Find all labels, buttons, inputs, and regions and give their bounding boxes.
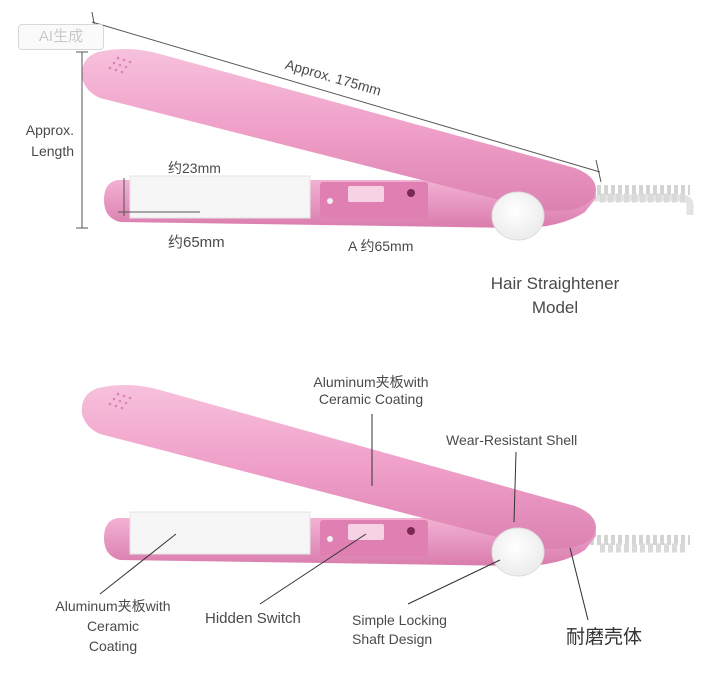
- callout-lines: [99, 414, 589, 621]
- screw-icon: [327, 198, 333, 204]
- approx-length-label: Approx. Length: [8, 122, 74, 160]
- switch: [348, 186, 384, 202]
- second-length-label: A 约65mm: [348, 238, 414, 254]
- screw-icon-2: [327, 536, 333, 542]
- bottom-plate-line3: Coating: [88, 638, 138, 654]
- plate-length-label: 约65mm: [168, 234, 225, 251]
- ai-generated-badge: AI生成: [18, 24, 104, 50]
- lower-plate: [129, 175, 311, 219]
- model-line2: Model: [531, 298, 579, 317]
- dimension-lines: [76, 11, 602, 229]
- bottom-plate-line1: Aluminum夹板with: [55, 598, 171, 614]
- grip-dots-2: [108, 392, 132, 410]
- power-cord-2: [590, 535, 690, 553]
- shell-label: Wear-Resistant Shell: [446, 432, 578, 448]
- top-plate-line1: Aluminum夹板with: [313, 374, 429, 390]
- locking-shaft-line1: Simple Locking: [352, 612, 447, 628]
- locking-shaft-label: Simple Locking Shaft Design: [352, 611, 447, 649]
- top-plate-line2: Ceramic Coating: [318, 391, 424, 407]
- hinge-2: [491, 527, 545, 577]
- hinge: [491, 191, 545, 241]
- lower-plate-2: [129, 511, 311, 555]
- locking-shaft-line2: Shaft Design: [352, 631, 433, 647]
- indicator-light-icon-2: [407, 527, 415, 535]
- upper-arm-2: [81, 384, 597, 549]
- top-plate-label: Aluminum夹板with Ceramic Coating: [296, 374, 446, 408]
- model-line1: Hair Straightener: [490, 274, 620, 293]
- bottom-plate-line2: Ceramic: [86, 618, 140, 634]
- hidden-switch-label: Hidden Switch: [205, 610, 301, 627]
- plate-width-label: 约23mm: [168, 160, 221, 176]
- cn-shell-label: 耐磨壳体: [566, 627, 643, 648]
- model-title: Hair Straightener Model: [470, 272, 640, 320]
- approx-length-line2: Length: [31, 143, 74, 159]
- switch-2: [348, 524, 384, 540]
- top-straightener: [76, 11, 694, 241]
- upper-arm: [81, 48, 597, 211]
- bottom-plate-label: Aluminum夹板with Ceramic Coating: [36, 596, 190, 656]
- grip-dots: [108, 56, 132, 74]
- power-cord: [580, 185, 694, 215]
- indicator-light-icon: [407, 189, 415, 197]
- bottom-straightener: [81, 384, 690, 621]
- approx-length-line1: Approx.: [25, 122, 74, 138]
